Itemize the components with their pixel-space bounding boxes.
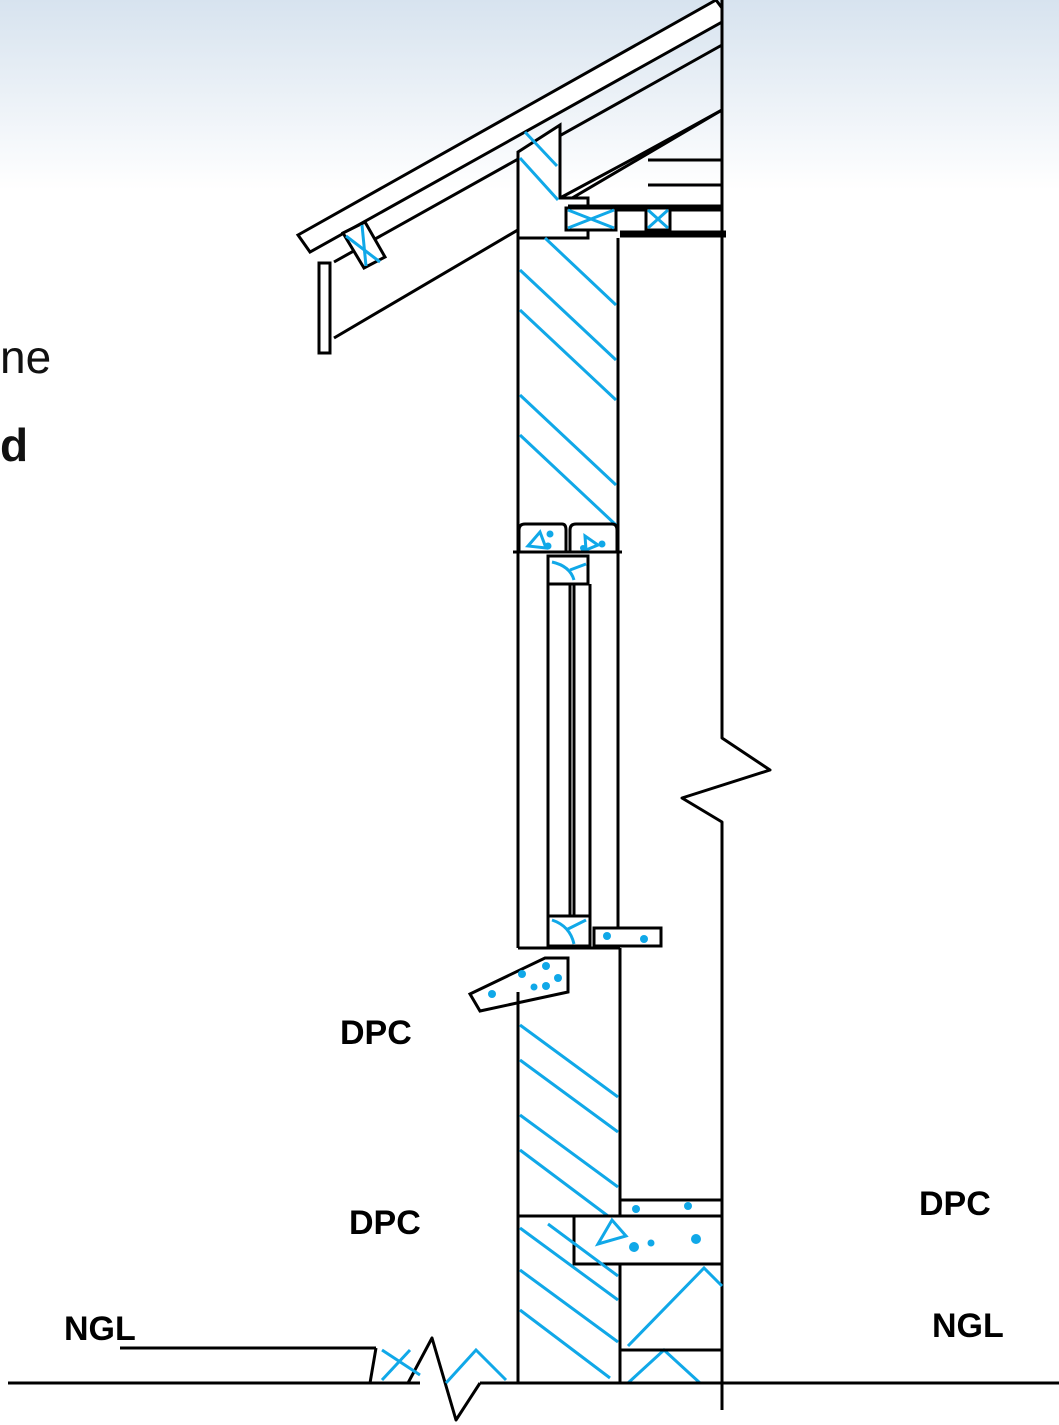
dpc-label-right: DPC xyxy=(919,1185,991,1223)
text-fragment-2: d xyxy=(0,419,29,471)
ground-line xyxy=(8,1336,1059,1422)
wall-upper xyxy=(516,236,620,552)
window-sill xyxy=(467,926,663,1013)
internal-wall-break xyxy=(680,235,772,1410)
ngl-label-right: NGL xyxy=(932,1307,1004,1345)
window-frame xyxy=(516,552,620,948)
wall-lower xyxy=(516,948,622,1383)
dpc-label-left: DPC xyxy=(349,1204,421,1242)
ceiling-joist xyxy=(564,206,726,238)
tilting-fillet xyxy=(340,220,388,270)
ngl-label-left: NGL xyxy=(64,1310,136,1348)
dpc-label-sill: DPC xyxy=(340,1014,412,1052)
foundation xyxy=(519,1222,724,1385)
roof-rafter xyxy=(295,0,724,340)
floor-slab xyxy=(572,1198,724,1266)
fascia-board xyxy=(317,261,332,355)
lintel xyxy=(513,522,622,554)
text-fragment-1: ne xyxy=(0,331,52,383)
